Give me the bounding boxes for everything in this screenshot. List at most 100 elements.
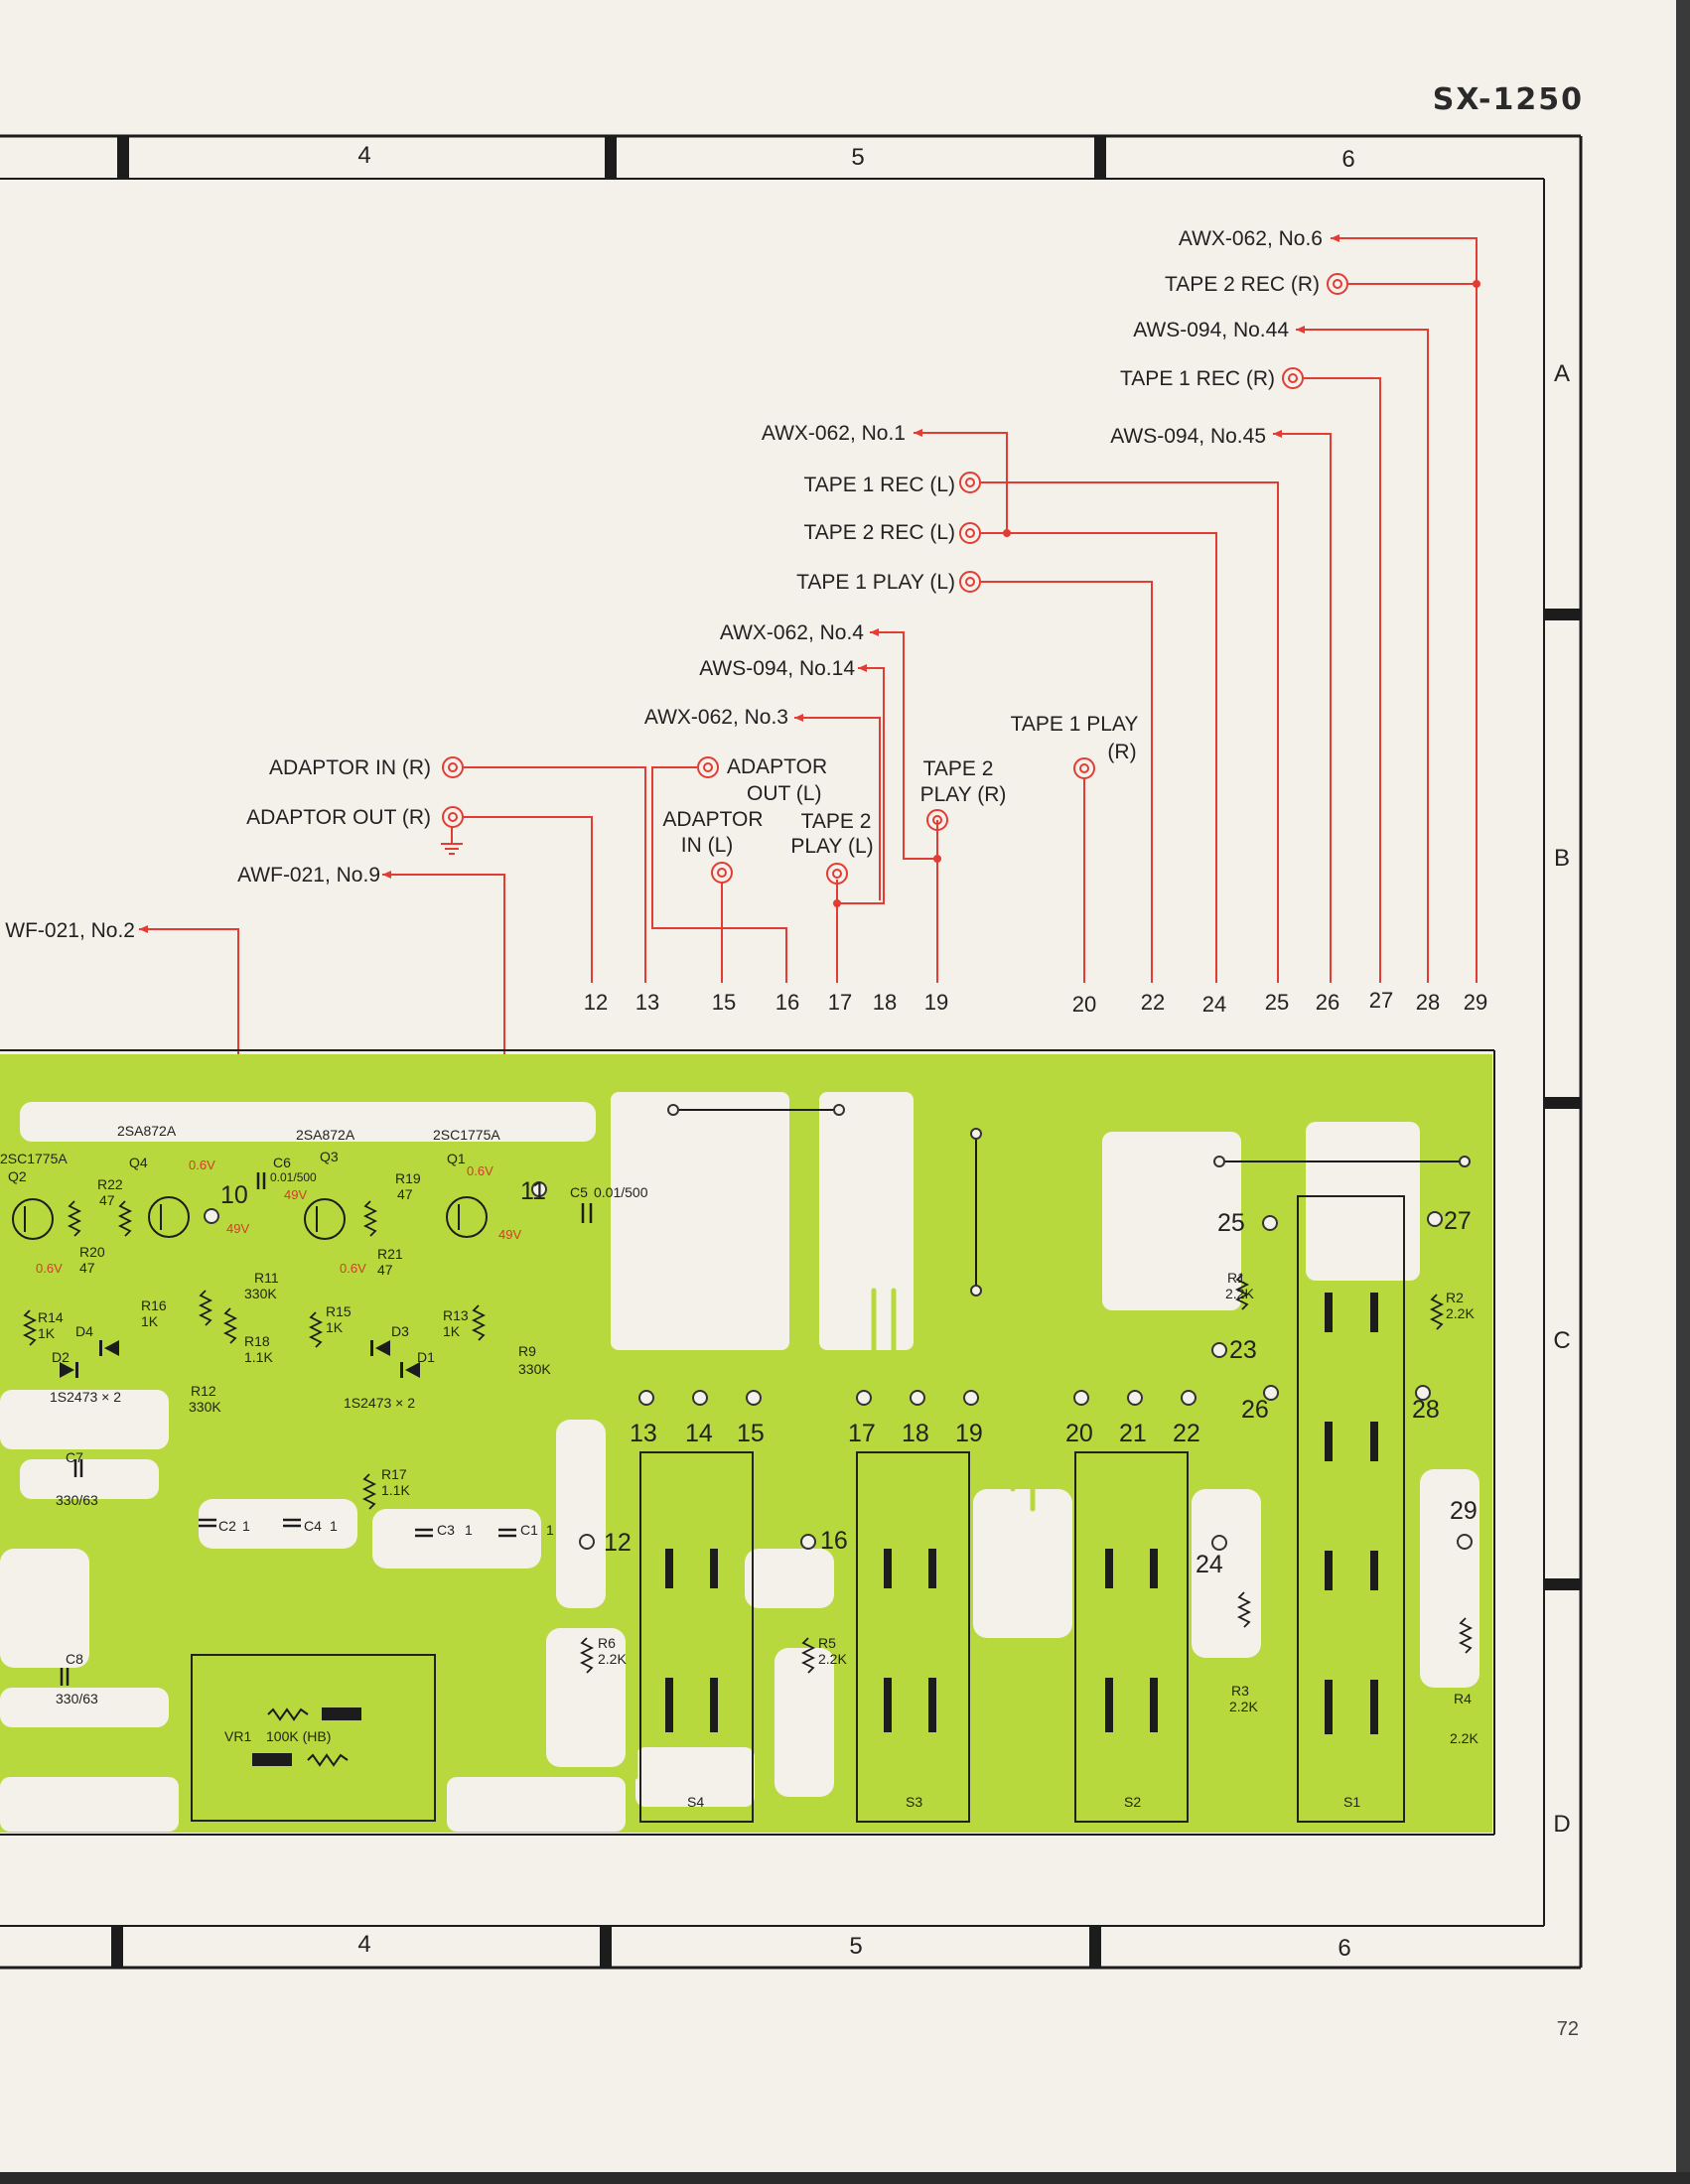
c5-value: 0.01/500 <box>594 1184 648 1200</box>
diode-label-right: 1S2473 × 2 <box>344 1395 415 1411</box>
r13-value: 1K <box>443 1323 461 1339</box>
label-aws094-14: AWS-094, No.14 <box>699 657 855 680</box>
switch-s2-outline <box>1074 1451 1189 1823</box>
row-label-d: D <box>1553 1811 1570 1838</box>
label-aws094-44: AWS-094, No.44 <box>1133 319 1289 341</box>
arrowheads <box>139 234 1339 933</box>
terminal-27: 27 <box>1369 988 1393 1013</box>
r11-ref: R11 <box>254 1270 279 1286</box>
terminal-17: 17 <box>828 990 852 1015</box>
label-tape1-rec-r: TAPE 1 REC (R) <box>1120 367 1275 390</box>
r15-ref: R15 <box>326 1303 352 1319</box>
label-awx062-3: AWX-062, No.3 <box>644 706 788 729</box>
terminal-25: 25 <box>1265 990 1289 1015</box>
switch-s2-label: S2 <box>1124 1794 1141 1810</box>
label-tape2-rec-l: TAPE 2 REC (L) <box>804 521 955 544</box>
label-awx062-1: AWX-062, No.1 <box>762 422 906 445</box>
jack-icon <box>1073 757 1095 779</box>
c6-ref: C6 <box>273 1155 291 1170</box>
jack-icon <box>697 756 719 778</box>
label-tape2-play-r-1: TAPE 2 <box>923 757 994 780</box>
transistor-icon <box>446 1196 488 1238</box>
r14-value: 1K <box>38 1325 56 1341</box>
voltage-q1-e: 0.6V <box>467 1163 493 1178</box>
column-label-5: 5 <box>851 144 864 171</box>
vr1-value: 100K (HB) <box>266 1728 331 1744</box>
page-bottom-edge <box>0 2172 1690 2184</box>
r13-ref: R13 <box>443 1307 469 1323</box>
jack-icon <box>442 756 464 778</box>
label-tape1-rec-l: TAPE 1 REC (L) <box>804 474 955 496</box>
terminal-29: 29 <box>1464 990 1487 1015</box>
pad-15: 15 <box>737 1420 765 1447</box>
pad-27: 27 <box>1444 1207 1472 1235</box>
r16-ref: R16 <box>141 1297 167 1313</box>
jack-icon <box>1327 273 1348 295</box>
r18-ref: R18 <box>244 1333 270 1349</box>
c4-ref: C4 <box>304 1518 322 1534</box>
connector-labels: AWX-062, No.6 TAPE 2 REC (R) AWS-094, No… <box>5 227 1323 942</box>
r21-ref: R21 <box>377 1246 403 1262</box>
switch-s4-label: S4 <box>687 1794 704 1810</box>
label-tape2-play-r-2: PLAY (R) <box>920 783 1007 806</box>
c2-ref: C2 <box>218 1518 236 1534</box>
transistor-icon <box>12 1198 54 1240</box>
r1-ref: R1 <box>1227 1270 1245 1286</box>
terminal-24: 24 <box>1202 992 1226 1017</box>
pad-19: 19 <box>955 1420 983 1447</box>
c5-ref: C5 <box>570 1184 588 1200</box>
c8-value: 330/63 <box>56 1691 98 1706</box>
pad-22: 22 <box>1173 1420 1200 1447</box>
terminal-22: 22 <box>1141 990 1165 1015</box>
r3-ref: R3 <box>1231 1683 1249 1699</box>
label-tape1-play-l: TAPE 1 PLAY (L) <box>796 571 955 594</box>
model-title: SX-1250 <box>1433 82 1584 117</box>
arrow-icon <box>794 714 803 722</box>
r9-value: 330K <box>518 1361 551 1377</box>
label-adaptor-in-l-1: ADAPTOR <box>662 808 763 831</box>
r22-ref: R22 <box>97 1176 123 1192</box>
r2-value: 2.2K <box>1446 1305 1475 1321</box>
q3-part: 2SA872A <box>296 1127 355 1143</box>
label-adaptor-out-r: ADAPTOR OUT (R) <box>246 806 431 829</box>
r19-value: 47 <box>397 1186 413 1202</box>
diode-label-left: 1S2473 × 2 <box>50 1389 121 1405</box>
arrow-icon <box>1331 234 1339 242</box>
switch-s1-outline <box>1297 1195 1405 1823</box>
vr1-ref: VR1 <box>224 1728 251 1744</box>
red-wiring <box>139 237 1480 1186</box>
transistor-icon <box>148 1196 190 1238</box>
label-tape2-play-l-2: PLAY (L) <box>790 835 873 858</box>
arrow-icon <box>139 925 148 933</box>
c6-value: 0.01/500 <box>270 1170 317 1184</box>
r19-ref: R19 <box>395 1170 421 1186</box>
pad-11: 11 <box>520 1177 546 1205</box>
q4-part: 2SA872A <box>117 1123 177 1139</box>
r20-ref: R20 <box>79 1244 105 1260</box>
terminal-12: 12 <box>584 990 608 1015</box>
jack-icon <box>1282 367 1304 389</box>
label-adaptor-out-l-1: ADAPTOR <box>727 755 827 778</box>
label-tape1-play-r-2: (R) <box>1107 741 1136 763</box>
label-awx062-4: AWX-062, No.4 <box>720 621 864 644</box>
pcb-labels: 2SC1775A Q2 2SA872A Q4 2SA872A Q3 2SC177… <box>0 1123 1479 1810</box>
terminal-20: 20 <box>1072 992 1096 1017</box>
r16-value: 1K <box>141 1313 159 1329</box>
d3-ref: D3 <box>391 1323 409 1339</box>
d4-ref: D4 <box>75 1323 93 1339</box>
pad-26: 26 <box>1241 1396 1269 1424</box>
pad-14: 14 <box>685 1420 713 1447</box>
switch-s4-outline <box>639 1451 754 1823</box>
pad-18: 18 <box>902 1420 929 1447</box>
label-tape2-rec-r: TAPE 2 REC (R) <box>1165 273 1320 296</box>
c8-ref: C8 <box>66 1651 83 1667</box>
c3-value: 1 <box>465 1522 473 1538</box>
pad-12: 12 <box>604 1529 632 1557</box>
label-awx062-6: AWX-062, No.6 <box>1179 227 1323 250</box>
c1-ref: C1 <box>520 1522 538 1538</box>
switch-s1-label: S1 <box>1343 1794 1360 1810</box>
switch-s3-label: S3 <box>906 1794 922 1810</box>
pad-28: 28 <box>1412 1396 1440 1424</box>
r11-value: 330K <box>244 1286 277 1301</box>
jack-icon <box>826 863 848 885</box>
